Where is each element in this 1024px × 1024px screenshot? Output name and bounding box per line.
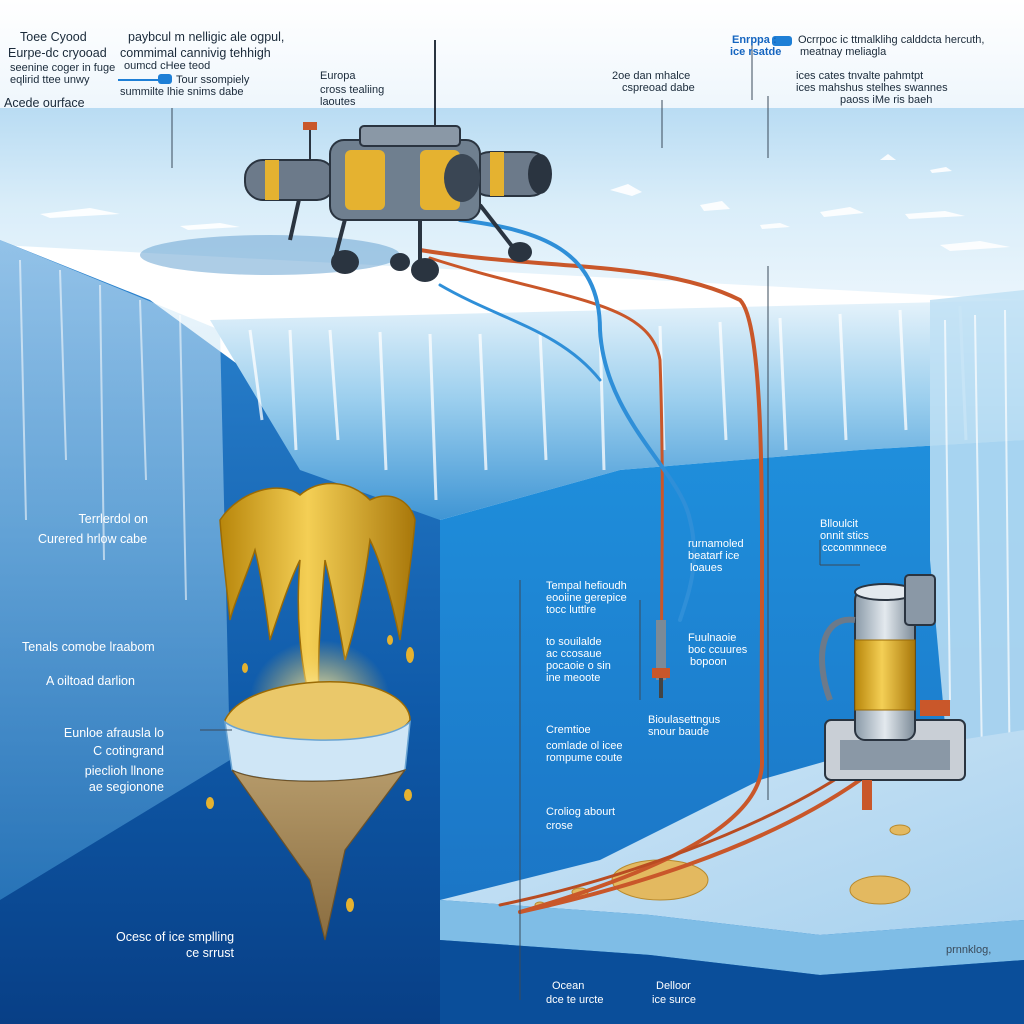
blue-cable-b <box>438 283 602 382</box>
rurnamoled-2: beatarf ice <box>688 550 740 562</box>
ce-srust-label: ce srrust <box>186 946 234 960</box>
eunloe-2: C cotingrand <box>93 744 164 758</box>
lower-ice-platform-edge <box>440 900 1024 975</box>
orange-cable-to-probe-b <box>498 768 852 907</box>
croliog-2: crose <box>546 820 573 832</box>
right-second-2: ices mahshus stelhes swannes <box>796 82 948 94</box>
orange-cable-to-probe <box>518 778 862 914</box>
lander-shadow <box>140 235 400 275</box>
europa-center-1: Europa <box>320 70 356 82</box>
to-souilalde-1: to souilalde <box>546 636 602 648</box>
cremtioe-2: comlade ol icee <box>546 740 623 752</box>
orange-cable-second <box>428 256 664 682</box>
bioulas-1: Bioulasettngus <box>648 714 721 726</box>
ocean-1: Ocean <box>552 980 585 992</box>
right-second-3: paoss iMe ris baeh <box>840 94 933 106</box>
tether-cables <box>418 218 862 914</box>
tenals-label: Tenals comobe lraabom <box>22 640 155 654</box>
croliog-1: Croliog abourt <box>546 806 616 818</box>
ocean-2: dce te urcte <box>546 994 604 1006</box>
header-leftb-3: oumcd cHee teod <box>124 60 211 72</box>
header-leftb-5: summilte lhie snims dabe <box>120 86 244 98</box>
sky <box>0 0 1024 112</box>
ice-plain-surface <box>0 108 1024 300</box>
acede-surface-label: Acede ourface <box>4 96 85 110</box>
to-souilalde-2: ac ccosaue <box>546 648 602 660</box>
central-ice-shelf-face <box>210 300 1024 520</box>
header-left-1: Toee Cyood <box>20 30 87 44</box>
top-blue-tag <box>772 36 792 46</box>
fuulnaoie-2: boc ccuures <box>688 644 748 656</box>
rurnamoled-1: rurnamoled <box>688 538 744 550</box>
eunloe-1: Eunloe afrausla lo <box>63 726 164 740</box>
left-blue-tag <box>158 74 172 84</box>
blloulcit-3: cccommnece <box>822 542 887 554</box>
blloulcit-1: Blloulcit <box>820 518 858 530</box>
header-left-4: eqlirid ttee unwy <box>10 74 90 86</box>
sediment-cone <box>231 768 407 941</box>
eunloe-3: pieclioh llnone <box>84 764 164 778</box>
tempal-1: Tempal hefioudh <box>546 580 627 592</box>
bioulas-2: snour baude <box>648 726 710 738</box>
right-ice-wall <box>930 290 1024 840</box>
eunloe-4: ae segionone <box>88 780 164 794</box>
left-ice-cliff <box>0 240 230 900</box>
terrerdol-label: Terrlerdol on <box>78 512 148 526</box>
header-leftb-1: paybcul m nelligic ale ogpul, <box>128 30 285 44</box>
probe-cylinder-icon <box>819 574 966 810</box>
fuulnaoie-1: Fuulnaoie <box>688 632 737 644</box>
delloor-2: ice surce <box>652 994 697 1006</box>
bottom-deep-water <box>440 940 1024 1024</box>
blue-cable <box>458 218 697 622</box>
orange-cable-main <box>418 248 765 914</box>
blloulcit-2: onnit stics <box>820 530 869 542</box>
cremtioe-1: Cremtioe <box>546 724 591 736</box>
lander-icon <box>244 40 552 282</box>
to-souilalde-4: ine meoote <box>546 672 601 684</box>
ice-tag: ice rsatde <box>730 46 782 58</box>
drill-bit-icon <box>652 620 670 698</box>
leader-lines <box>171 44 860 1000</box>
fuulnaoie-3: bopoon <box>690 656 727 668</box>
header-leftb-2: commimal cannivig tehhigh <box>120 46 271 60</box>
right-top-1: Ocrrpoc ic ttmalklihg calddcta hercuth, <box>798 34 985 46</box>
europa-tag: Enrppa : <box>732 34 777 46</box>
right-top-2: meatnay meliagla <box>800 46 887 58</box>
rurnamoled-3: loaues <box>690 562 723 574</box>
europa-center-2: cross tealiing <box>320 84 385 96</box>
melt-drip-top <box>219 482 416 741</box>
header-left-2: Eurpe-dc cryooad <box>8 46 107 60</box>
tempal-2: eooiine gerepice <box>546 592 627 604</box>
mid-label-1: 2oe dan mhalce <box>612 70 691 82</box>
left-cliff-streaks <box>19 259 187 601</box>
header-left-3: seenine coger in fuge <box>10 62 116 74</box>
surface-snow-patches <box>40 154 1010 251</box>
tempal-3: tocc luttlre <box>546 604 597 616</box>
to-souilalde-3: pocaoie o sin <box>546 660 611 672</box>
right-wall-streaks <box>944 309 1011 801</box>
aoiltoad-label: A oiltoad darlion <box>46 674 135 688</box>
watermark: prnnklog, <box>946 944 992 956</box>
right-second-1: ices cates tnvalte pahmtpt <box>796 70 924 82</box>
mid-label-2: cspreoad dabe <box>622 82 695 94</box>
delloor-1: Delloor <box>656 980 691 992</box>
ocesc-label: Ocesc of ice smplling <box>116 930 235 944</box>
cuered-label: Curered hrlow cabe <box>38 532 148 546</box>
cremtioe-3: rompume coute <box>546 752 623 764</box>
header-leftb-4: Tour ssompiely <box>176 74 250 86</box>
europa-center-3: laoutes <box>320 96 356 108</box>
ice-sample-cone-icon <box>206 482 416 941</box>
